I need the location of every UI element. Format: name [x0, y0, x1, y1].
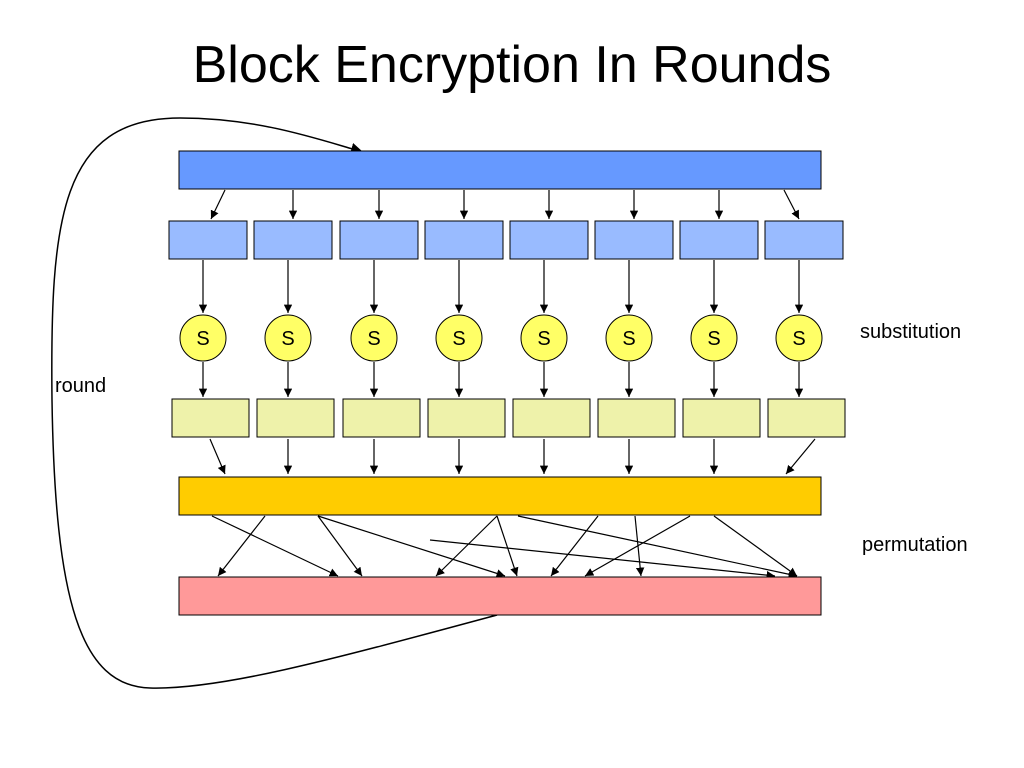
merge-arrow — [209, 438, 226, 475]
input-block — [178, 150, 822, 190]
label-substitution: substitution — [860, 321, 961, 343]
sbox-circle — [435, 314, 483, 362]
permutation-arrow — [584, 515, 691, 577]
input-chunk — [168, 220, 248, 260]
output-chunk — [597, 398, 676, 438]
round-loop-arrow — [51, 117, 498, 689]
input-chunk — [764, 220, 844, 260]
output-chunk — [171, 398, 250, 438]
label-permutation: permutation — [862, 534, 968, 556]
sbox-label: S — [281, 328, 294, 350]
sbox-circle — [775, 314, 823, 362]
sbox-circle — [179, 314, 227, 362]
permutation-arrow — [217, 515, 266, 577]
output-chunk — [342, 398, 421, 438]
sbox-label: S — [792, 328, 805, 350]
sbox-circle — [264, 314, 312, 362]
output-chunk — [427, 398, 506, 438]
permutation-arrow — [435, 515, 498, 577]
output-chunk — [512, 398, 591, 438]
input-chunk — [594, 220, 674, 260]
sbox-circle — [690, 314, 738, 362]
input-chunk — [679, 220, 759, 260]
output-chunk — [767, 398, 846, 438]
output-chunk — [256, 398, 335, 438]
sbox-label: S — [622, 328, 635, 350]
permutation-arrow — [211, 515, 339, 577]
permutation-arrow — [429, 539, 776, 580]
sbox-circle — [605, 314, 653, 362]
merged-block — [178, 476, 822, 516]
permuted-block — [178, 576, 822, 616]
input-chunks — [168, 220, 844, 260]
input-chunk — [253, 220, 333, 260]
split-arrow — [783, 189, 800, 220]
chunk-to-sbox-arrows — [198, 260, 804, 313]
sbox-label: S — [707, 328, 720, 350]
input-chunk — [339, 220, 419, 260]
split-arrow — [210, 189, 226, 220]
sbox-label: S — [452, 328, 465, 350]
merge-arrow — [785, 438, 816, 475]
merge-arrows — [209, 438, 816, 475]
permutation-arrow — [550, 515, 599, 577]
sbox-label: S — [537, 328, 550, 350]
input-chunk — [424, 220, 504, 260]
sbox-circle — [520, 314, 568, 362]
sbox-label: S — [367, 328, 380, 350]
permutation-arrow — [713, 515, 798, 577]
label-round: round — [55, 375, 106, 397]
split-arrows — [210, 189, 800, 220]
permutation-arrow — [517, 515, 798, 579]
permutation-arrow — [317, 515, 506, 578]
sbox-label: S — [196, 328, 209, 350]
input-chunk — [509, 220, 589, 260]
slide-title: Block Encryption In Rounds — [192, 36, 832, 94]
output-chunks — [171, 398, 846, 438]
sbox-circle — [350, 314, 398, 362]
sbox-to-output-arrows — [198, 362, 804, 397]
permutation-arrow — [317, 515, 363, 577]
permutation-arrow — [496, 515, 519, 577]
output-chunk — [682, 398, 761, 438]
permutation-arrows — [211, 515, 798, 580]
